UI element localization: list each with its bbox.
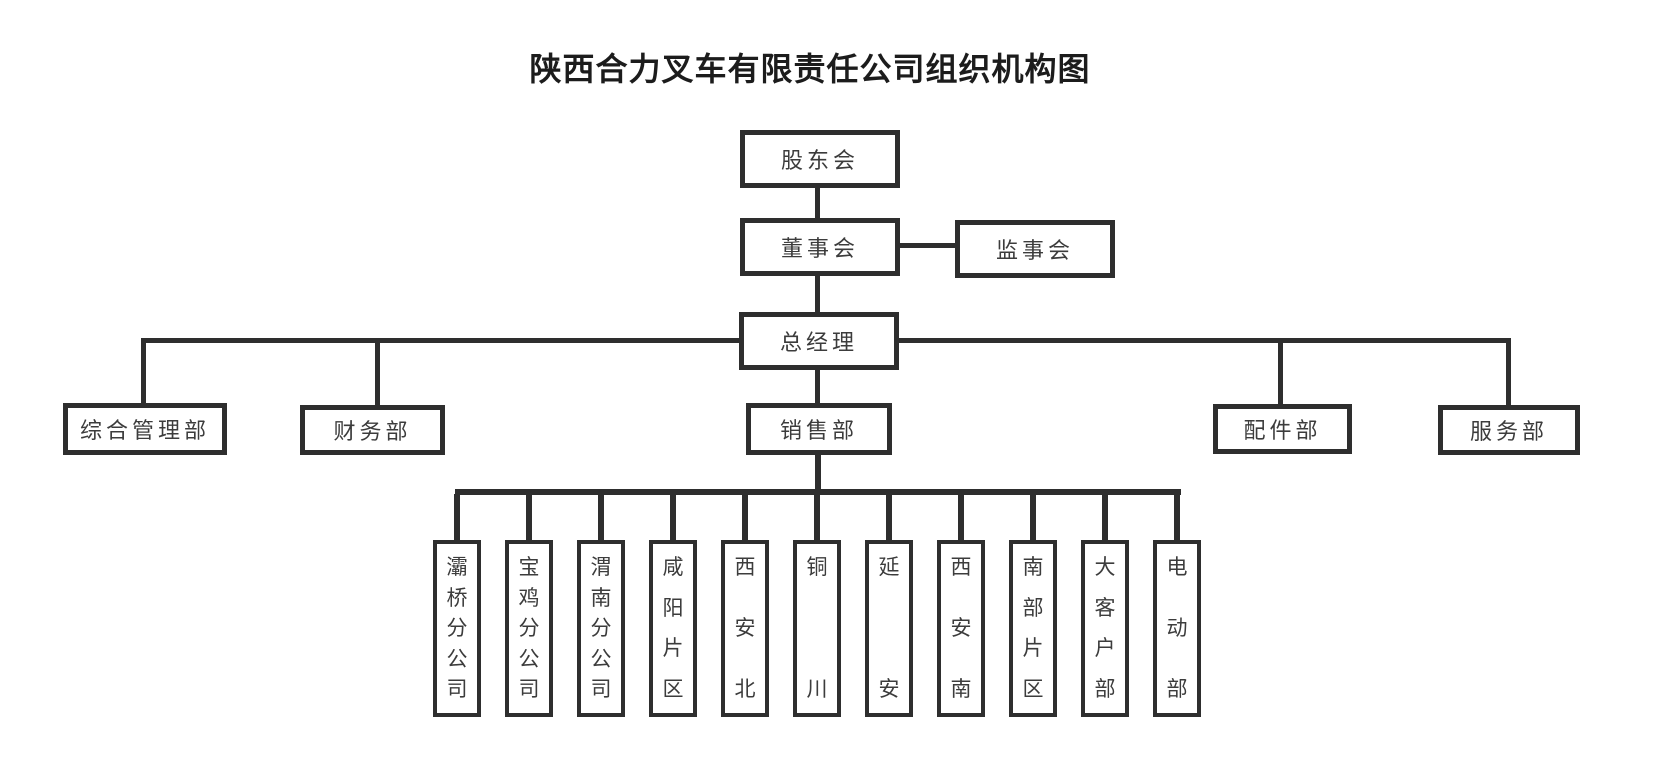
org-node-yanan: 延安	[865, 494, 913, 717]
connector-drop-branch	[1174, 494, 1180, 544]
org-node-sales-dept: 销售部	[746, 403, 892, 455]
org-node-shareholders: 股东会	[740, 130, 900, 188]
org-node-label: 总经理	[779, 330, 858, 355]
org-node-label: 西安北	[734, 555, 756, 701]
connector-drop-branch	[1030, 494, 1036, 544]
org-node-label: 南部片区	[1022, 555, 1044, 701]
org-node-label: 电动部	[1166, 555, 1188, 701]
connector-branch-rail	[455, 489, 1181, 495]
org-node-key-accounts-dept: 大客户部	[1081, 494, 1129, 717]
connector-drop-branch	[598, 494, 604, 544]
connector-gm-sales	[815, 370, 820, 404]
connector-board-supervisors	[898, 243, 957, 248]
org-node-label: 铜川	[806, 555, 828, 701]
org-node-label: 财务部	[333, 419, 412, 444]
org-node-baqiao-branch: 灞桥分公司	[433, 494, 481, 717]
connector-drop-service	[1506, 338, 1511, 406]
org-node-label: 综合管理部	[79, 418, 210, 443]
org-node-label: 股东会	[780, 148, 859, 173]
org-node-label: 宝鸡分公司	[518, 555, 540, 701]
connector-drop-branch	[958, 494, 964, 544]
org-node-tongchuan: 铜川	[793, 494, 841, 717]
org-node-parts-dept: 配件部	[1213, 404, 1352, 454]
org-node-south-area: 南部片区	[1009, 494, 1057, 717]
org-node-general-manager: 总经理	[739, 312, 899, 370]
connector-drop-branch	[454, 494, 460, 544]
org-node-label: 大客户部	[1094, 555, 1116, 701]
org-node-label: 董事会	[780, 236, 859, 261]
connector-drop-branch	[670, 494, 676, 544]
branch-row: 灞桥分公司 宝鸡分公司 渭南分公司 咸阳片区 西安北 铜川 延安 西安南	[433, 494, 1201, 717]
org-node-finance-dept: 财务部	[300, 405, 445, 455]
org-node-label: 延安	[878, 555, 900, 701]
org-node-baoji-branch: 宝鸡分公司	[505, 494, 553, 717]
org-node-service-dept: 服务部	[1438, 405, 1580, 455]
org-node-label: 配件部	[1243, 418, 1322, 443]
org-node-admin-dept: 综合管理部	[63, 403, 227, 455]
connector-drop-branch	[742, 494, 748, 544]
org-node-electric-dept: 电动部	[1153, 494, 1201, 717]
org-node-label: 西安南	[950, 555, 972, 701]
org-node-xian-south: 西安南	[937, 494, 985, 717]
org-node-xianyang-area: 咸阳片区	[649, 494, 697, 717]
connector-dept-rail-left	[143, 338, 741, 343]
connector-board-gm	[815, 276, 820, 312]
connector-drop-finance	[375, 338, 380, 406]
org-node-label: 服务部	[1469, 419, 1548, 444]
chart-title: 陕西合力叉车有限责任公司组织机构图	[529, 51, 1091, 87]
connector-sales-distributor	[815, 455, 821, 491]
connector-drop-branch	[526, 494, 532, 544]
org-node-xian-north: 西安北	[721, 494, 769, 717]
org-node-board: 董事会	[740, 218, 900, 276]
org-node-label: 咸阳片区	[662, 555, 684, 701]
org-node-weinan-branch: 渭南分公司	[577, 494, 625, 717]
connector-drop-branch	[886, 494, 892, 544]
connector-drop-parts	[1278, 338, 1283, 405]
org-node-label: 销售部	[779, 418, 858, 443]
connector-dept-rail-right	[897, 338, 1511, 343]
org-node-label: 渭南分公司	[590, 555, 612, 701]
connector-shareholders-board	[815, 188, 820, 218]
connector-drop-admin	[141, 338, 146, 404]
connector-drop-branch	[814, 494, 820, 544]
org-node-supervisors: 监事会	[955, 220, 1115, 278]
connector-drop-branch	[1102, 494, 1108, 544]
org-node-label: 监事会	[995, 238, 1074, 263]
org-node-label: 灞桥分公司	[446, 555, 468, 701]
